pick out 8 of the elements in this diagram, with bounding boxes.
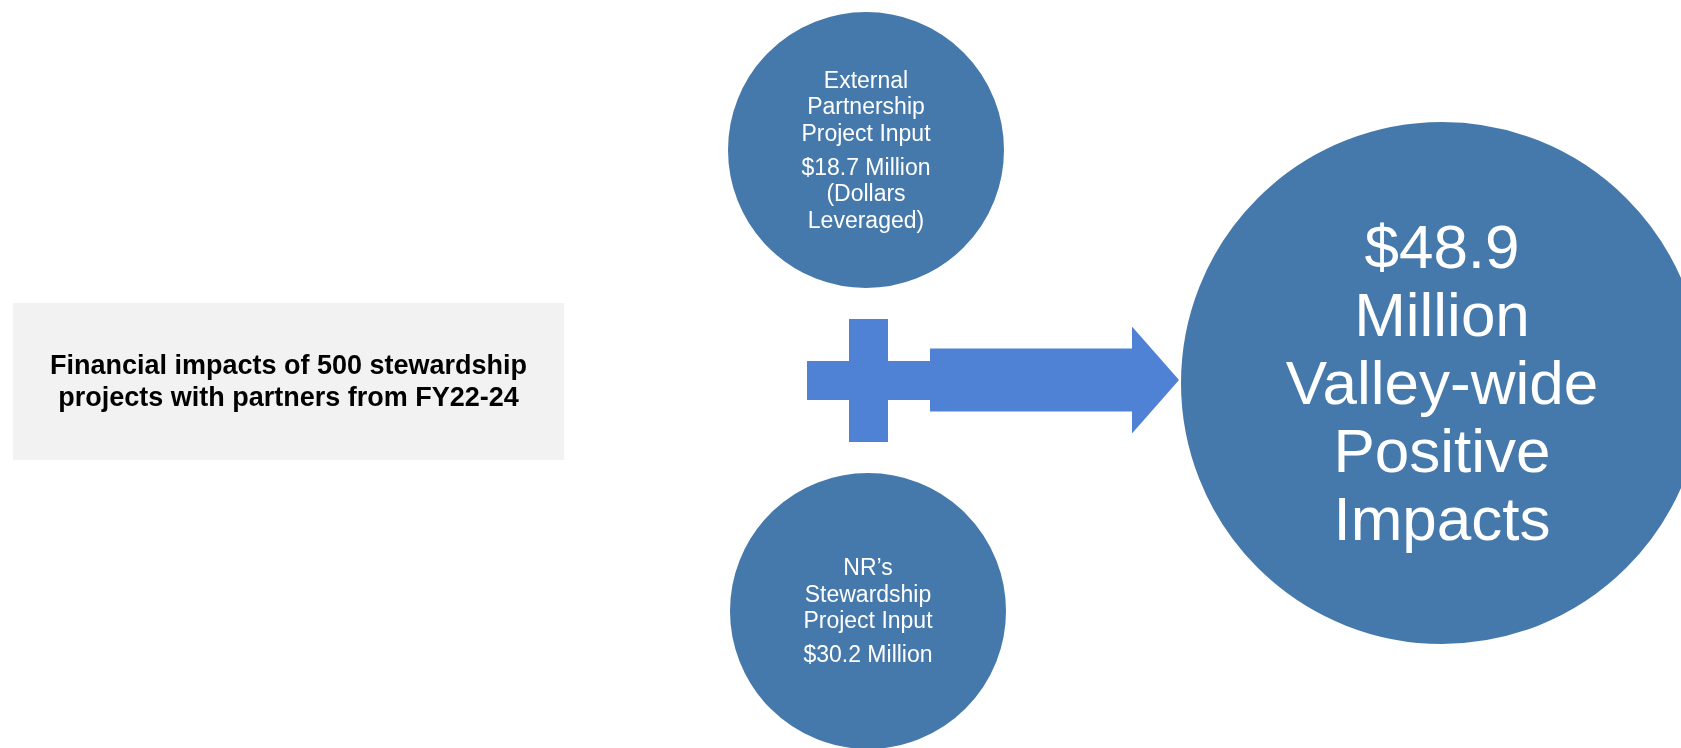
node-label: External Partnership Project Input: [800, 66, 932, 146]
amount-label: $18.7 Million (Dollars Leveraged): [800, 154, 932, 234]
amount-label: $30.2 Million: [803, 641, 933, 668]
node-label: NR’s Stewardship Project Input: [802, 554, 934, 634]
plus-sign: [807, 319, 930, 442]
heading: Financial impacts of 500 stewardship projects with partners from FY22-24: [48, 350, 529, 413]
arrow: [930, 326, 1179, 434]
node-label: $48.9 Million Valley-wide Positive Impacts: [1284, 212, 1600, 554]
